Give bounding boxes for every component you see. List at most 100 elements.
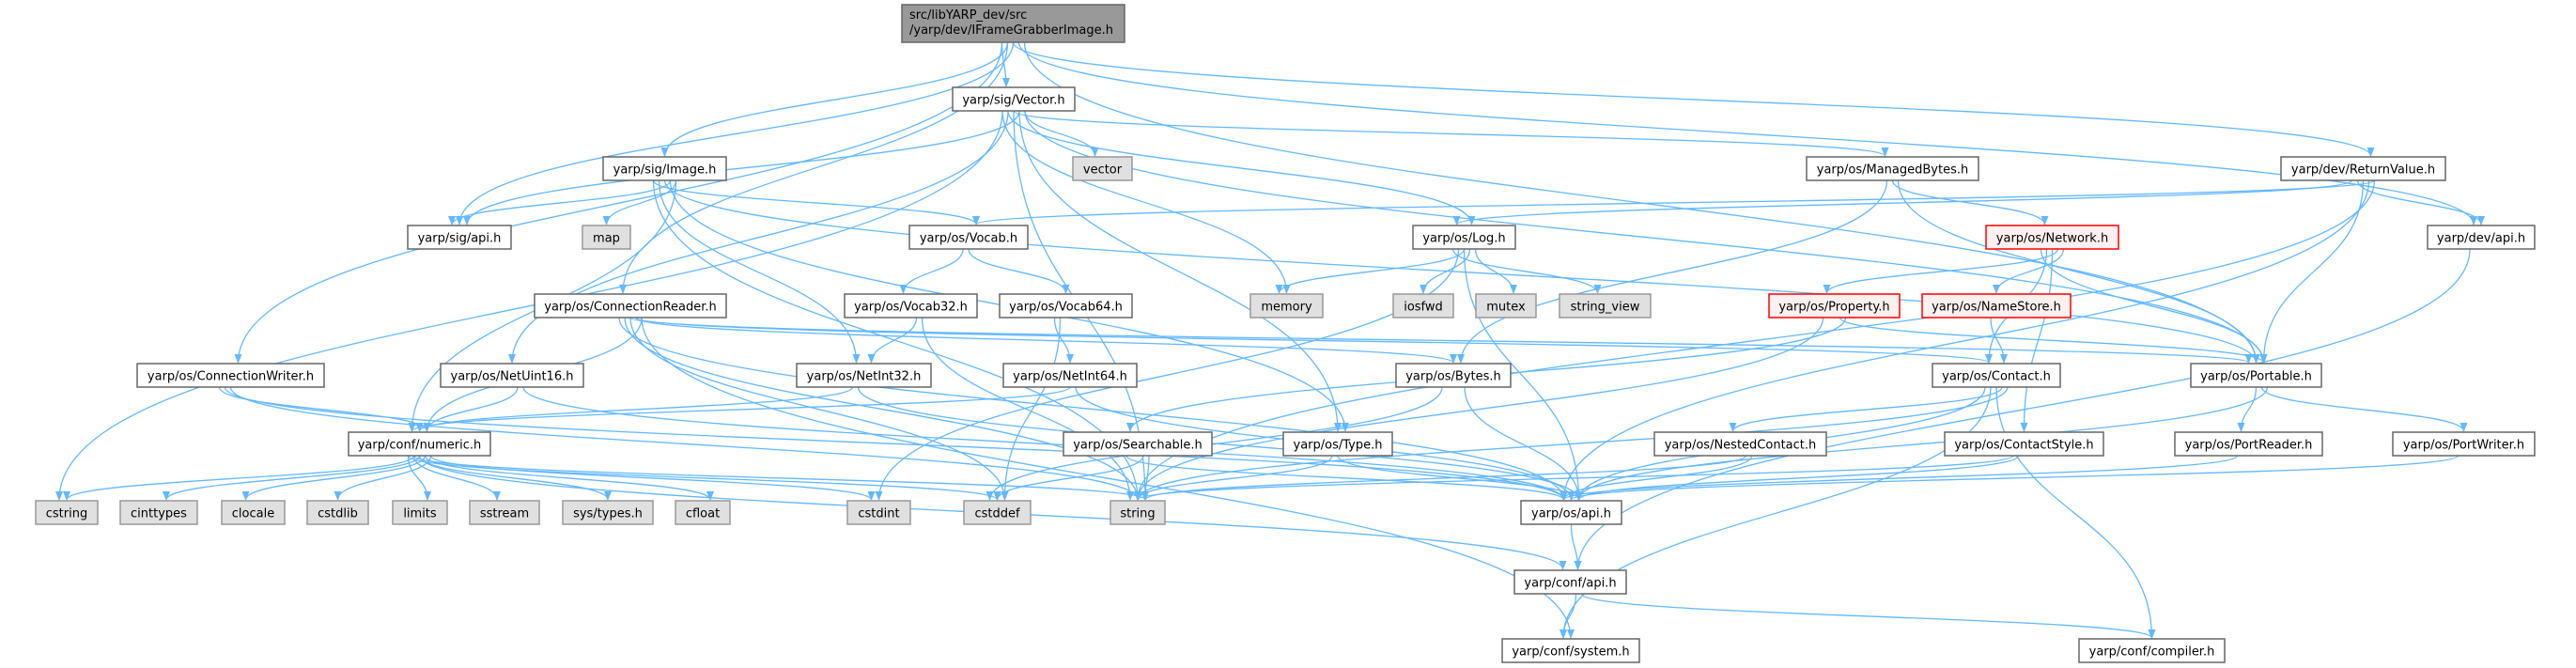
edge-portable-to-portreader: [2237, 386, 2258, 432]
node-vocab64[interactable]: yarp/os/Vocab64.h: [999, 293, 1133, 318]
node-portwriter[interactable]: yarp/os/PortWriter.h: [2392, 431, 2536, 457]
node-box: [1806, 156, 1979, 181]
node-contactstyle[interactable]: yarp/os/ContactStyle.h: [1944, 431, 2104, 457]
node-network[interactable]: yarp/os/Network.h: [1985, 225, 2119, 250]
edge-connreader-to-string: [624, 317, 1141, 501]
node-cfloat: cfloat: [675, 500, 731, 525]
node-connreader[interactable]: yarp/os/ConnectionReader.h: [534, 293, 727, 318]
node-managed[interactable]: yarp/os/ManagedBytes.h: [1806, 156, 1979, 181]
node-namestore[interactable]: yarp/os/NameStore.h: [1921, 293, 2072, 318]
node-clocale: clocale: [221, 500, 286, 525]
node-osapi[interactable]: yarp/os/api.h: [1520, 500, 1622, 525]
edge-property-to-string: [1134, 317, 1824, 501]
node-netint32[interactable]: yarp/os/NetInt32.h: [796, 363, 932, 388]
node-box: [562, 500, 654, 525]
node-system[interactable]: yarp/conf/system.h: [1501, 638, 1640, 663]
node-portable[interactable]: yarp/os/Portable.h: [2190, 363, 2322, 388]
node-portreader[interactable]: yarp/os/PortReader.h: [2174, 431, 2323, 457]
node-label: yarp/os/Bytes.h: [1405, 370, 1501, 384]
node-box: [2078, 638, 2226, 663]
node-label: yarp/os/Network.h: [1996, 232, 2108, 246]
node-label: memory: [1261, 301, 1312, 315]
edge-image-to-map: [602, 179, 677, 225]
edge-retval-to-log: [1452, 179, 2353, 225]
node-retval[interactable]: yarp/dev/ReturnValue.h: [2280, 156, 2446, 181]
node-netint64[interactable]: yarp/os/NetInt64.h: [1002, 363, 1138, 388]
edge-connwriter-to-osapi: [224, 386, 1568, 501]
edge-contact-to-string: [1134, 386, 2009, 501]
edge-vocab64-to-netint64: [1053, 317, 1074, 364]
node-numeric[interactable]: yarp/conf/numeric.h: [348, 431, 491, 457]
node-label: yarp/conf/numeric.h: [358, 439, 482, 453]
edge-property-to-portable: [1839, 317, 2268, 364]
node-searchable[interactable]: yarp/os/Searchable.h: [1063, 431, 1213, 457]
node-confapi[interactable]: yarp/conf/api.h: [1513, 569, 1627, 595]
node-box: [846, 500, 911, 525]
node-box: [1072, 156, 1133, 181]
edge-numeric-to-clocale: [241, 455, 427, 501]
nodes-layer: src/libYARP_dev/src/yarp/dev/IFrameGrabb…: [35, 4, 2536, 663]
node-label: yarp/os/Property.h: [1778, 301, 1889, 315]
node-box: [1944, 431, 2104, 457]
node-label: yarp/os/ContactStyle.h: [1954, 439, 2093, 453]
node-label: iosfwd: [1404, 301, 1443, 315]
node-box: [440, 363, 584, 388]
node-string-view: string_view: [1559, 293, 1652, 318]
node-box: [1249, 293, 1324, 318]
edge-vector_h-to-type: [1018, 110, 1342, 432]
node-box: [2174, 431, 2323, 457]
node-type[interactable]: yarp/os/Type.h: [1282, 431, 1393, 457]
node-string: string: [1110, 500, 1166, 525]
node-label: yarp/os/Searchable.h: [1073, 439, 1203, 453]
node-box: [1932, 363, 2061, 388]
node-bytes[interactable]: yarp/os/Bytes.h: [1395, 363, 1512, 388]
node-box: [35, 500, 99, 525]
edge-connwriter-to-string: [229, 386, 1141, 501]
node-netuint16[interactable]: yarp/os/NetUint16.h: [440, 363, 584, 388]
node-box: [348, 431, 491, 457]
node-label: yarp/os/NetUint16.h: [451, 370, 574, 384]
edge-contact-to-nested: [1729, 386, 2003, 432]
node-vocab[interactable]: yarp/os/Vocab.h: [908, 225, 1029, 250]
edge-netuint16-to-osapi: [522, 386, 1568, 501]
node-property[interactable]: yarp/os/Property.h: [1768, 293, 1901, 318]
node-limits: limits: [392, 500, 448, 525]
edge-portable-to-portwriter: [2260, 386, 2468, 432]
node-box: [221, 500, 286, 525]
node-vector-h[interactable]: yarp/sig/Vector.h: [952, 86, 1076, 112]
edge-vocab-to-vocab64: [968, 248, 1070, 294]
edge-confapi-to-compiler: [1580, 593, 2156, 639]
node-label: yarp/sig/Image.h: [613, 163, 717, 178]
node-compiler[interactable]: yarp/conf/compiler.h: [2078, 638, 2226, 663]
node-box: [2190, 363, 2322, 388]
node-label: cstddef: [974, 507, 1020, 521]
node-label: yarp/dev/api.h: [2437, 232, 2525, 246]
node-label: string_view: [1571, 301, 1640, 315]
node-connwriter[interactable]: yarp/os/ConnectionWriter.h: [136, 363, 325, 388]
node-vocab32[interactable]: yarp/os/Vocab32.h: [844, 293, 978, 318]
node-box: [844, 293, 978, 318]
node-nested[interactable]: yarp/os/NestedContact.h: [1653, 431, 1827, 457]
node-box: [1768, 293, 1901, 318]
edge-netuint16-to-numeric: [423, 386, 519, 432]
edge-numeric-to-limits: [407, 455, 431, 501]
node-label: yarp/os/Contact.h: [1942, 370, 2051, 384]
node-sstream: sstream: [469, 500, 540, 525]
edge-portable-to-osapi: [1575, 386, 2269, 501]
node-contact[interactable]: yarp/os/Contact.h: [1932, 363, 2061, 388]
node-label: string: [1120, 507, 1155, 521]
node-box: [999, 293, 1133, 318]
node-image[interactable]: yarp/sig/Image.h: [602, 156, 727, 181]
node-root[interactable]: src/libYARP_dev/src/yarp/dev/IFrameGrabb…: [901, 4, 1125, 43]
node-label: yarp/os/PortWriter.h: [2403, 439, 2524, 453]
node-sigapi[interactable]: yarp/sig/api.h: [407, 225, 512, 250]
node-label: cstdint: [858, 507, 899, 521]
node-box: [1559, 293, 1652, 318]
node-log[interactable]: yarp/os/Log.h: [1412, 225, 1516, 250]
edges-layer: [55, 41, 2485, 639]
edge-network-to-property: [1823, 248, 2059, 294]
node-label: yarp/os/PortReader.h: [2185, 439, 2313, 453]
node-cstdint: cstdint: [846, 500, 911, 525]
node-label: /yarp/dev/IFrameGrabberImage.h: [909, 23, 1113, 38]
node-devapi[interactable]: yarp/dev/api.h: [2427, 225, 2536, 250]
